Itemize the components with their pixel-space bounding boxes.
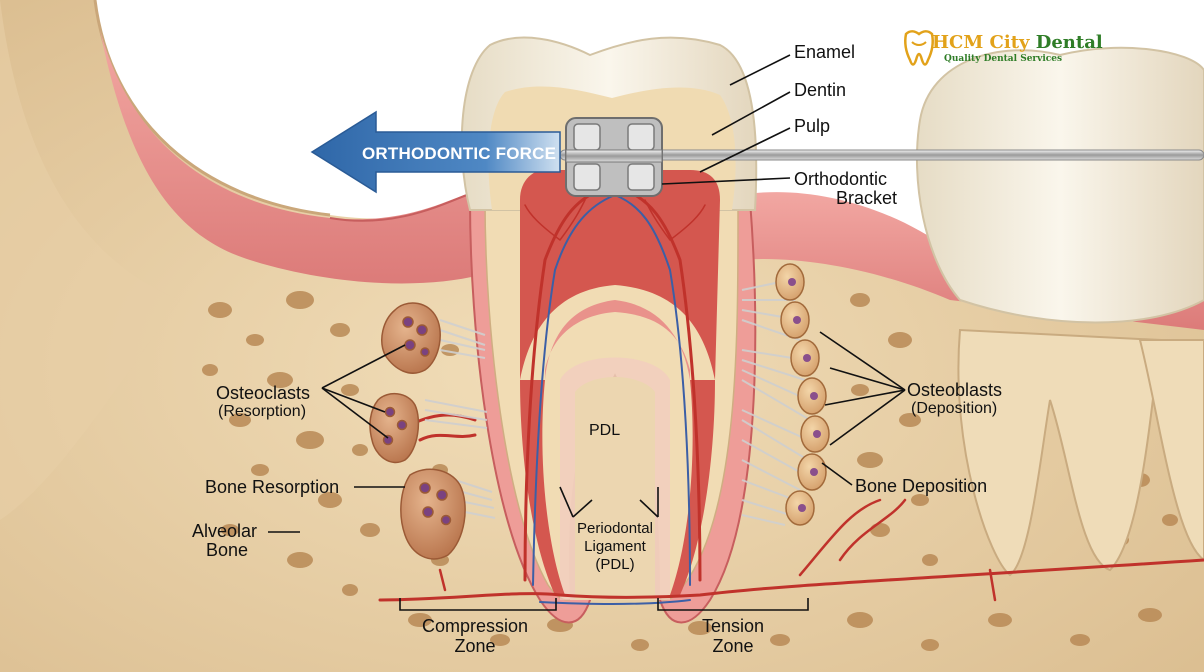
bone-resorption-label: Bone Resorption — [205, 477, 340, 497]
periodontal-ligament-label: Periodontal Ligament (PDL) — [565, 520, 665, 574]
logo-brand-part1: HCM City — [932, 32, 1036, 53]
force-arrow — [310, 110, 561, 194]
pdl-label: PDL — [589, 422, 621, 439]
enamel-label: Enamel — [794, 42, 856, 62]
bone-deposition-label: Bone Deposition — [855, 476, 988, 496]
pdl-fibers — [424, 279, 811, 526]
bracket-label-line2: Bracket — [836, 188, 898, 208]
compression-line1: Compression — [421, 616, 529, 636]
compression-zone-label: Compression Zone — [410, 616, 540, 656]
logo-brand-part2: Dental — [1035, 32, 1103, 53]
periodontal-line1: Periodontal — [577, 520, 653, 537]
logo-tagline: Quality Dental Services — [944, 54, 1063, 64]
bone-trabeculae — [202, 291, 1162, 651]
periodontal-line2: Ligament — [584, 538, 646, 555]
orthodontic-bracket — [565, 117, 663, 197]
compression-line2: Zone — [454, 636, 496, 656]
bracket-label-line1: Orthodontic — [794, 169, 888, 189]
tension-line2: Zone — [712, 636, 754, 656]
dentin-label: Dentin — [794, 80, 847, 100]
pulp-chamber — [520, 168, 720, 380]
logo-tooth-icon — [903, 30, 935, 66]
osteoblasts-sub-label: (Deposition) — [911, 400, 998, 417]
orthodontic-force-label: ORTHODONTIC FORCE — [362, 144, 557, 163]
alveolar-bone-label-line2: Bone — [206, 540, 249, 560]
pulp-label: Pulp — [794, 116, 831, 136]
neighbor-tooth — [915, 46, 1204, 577]
osteoclasts-label: Osteoclasts — [216, 383, 311, 403]
tension-line1: Tension — [701, 616, 765, 636]
periodontal-line3: (PDL) — [595, 556, 635, 573]
leader-lines — [268, 54, 906, 611]
alveolar-bone-label-line1: Alveolar — [192, 521, 258, 541]
logo-brand: HCM City Dental — [932, 32, 1103, 53]
osteoclasts-sub-label: (Resorption) — [218, 403, 307, 420]
osteoblasts-label: Osteoblasts — [907, 380, 1003, 400]
tension-zone-label: Tension Zone — [668, 616, 798, 656]
